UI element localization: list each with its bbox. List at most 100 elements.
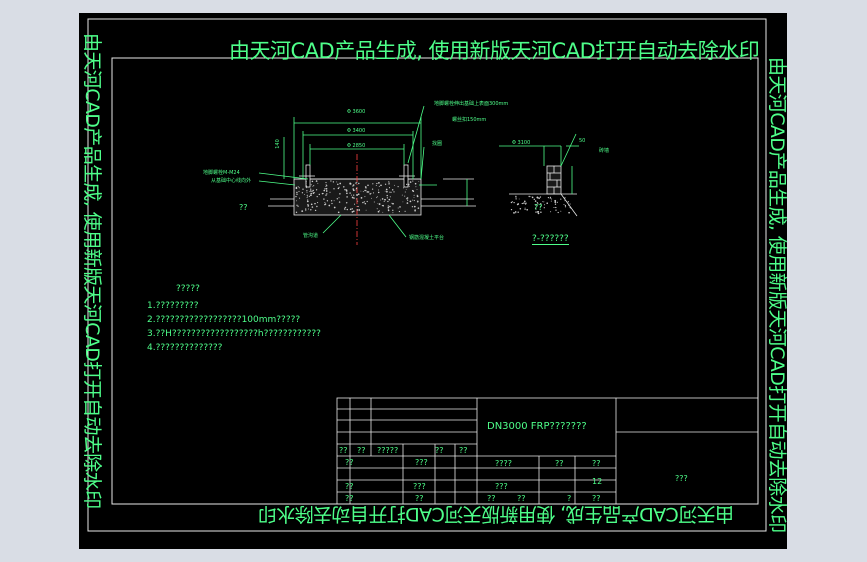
hatch-dot (306, 190, 308, 192)
hatch-dot (554, 199, 557, 202)
hatch-dot (378, 203, 381, 205)
hatch-dot (314, 202, 316, 205)
side-caption: ?-?????? (532, 234, 569, 245)
hatch-dot (387, 205, 389, 207)
hatch-dot (336, 198, 338, 200)
hatch-dot (307, 199, 309, 201)
hatch-dot (316, 196, 318, 198)
hatch-dot (318, 193, 320, 196)
tb-r5-c6: ?? (592, 494, 601, 503)
hatch-dot (353, 194, 355, 196)
hatch-dot (329, 191, 331, 193)
hatch-dot (333, 188, 335, 190)
side-dim-diameter: Φ 3100 (512, 140, 531, 146)
hatch-dot (307, 203, 309, 205)
hatch-dot (567, 201, 569, 203)
hatch-dot (309, 191, 311, 192)
hatch-dot (382, 204, 384, 207)
note-item-4: 4.?????????????? (147, 343, 223, 353)
hatch-dot (355, 198, 357, 200)
hatch-dot (510, 208, 513, 211)
hatch-dot (296, 193, 298, 195)
hatch-dot (416, 200, 419, 203)
hatch-dot (373, 201, 375, 203)
hatch-dot (513, 201, 515, 204)
hatch-dot (417, 207, 420, 209)
hatch-dot (324, 188, 326, 190)
hatch-dot (381, 198, 384, 200)
hatch-dot (325, 194, 327, 196)
cad-viewport[interactable]: 由天河CAD产品生成, 使用新版天河CAD打开自动去除水印 由天河CAD产品生成… (79, 13, 788, 549)
hatch-dot (360, 190, 362, 192)
hatch-dot (311, 190, 313, 193)
hatch-dot (409, 200, 412, 203)
hatch-dot (346, 196, 348, 198)
hatch-dot (311, 180, 314, 183)
hatch-dot (399, 206, 401, 208)
hatch-dot (516, 203, 519, 206)
hatch-dot (306, 194, 308, 196)
hatch-dot (326, 185, 328, 187)
hatch-dot (350, 183, 352, 185)
hatch-dot (323, 193, 324, 194)
hatch-dot (404, 191, 406, 193)
hatch-dot (353, 210, 355, 212)
hatch-dot (388, 181, 390, 183)
hatch-dot (389, 205, 391, 208)
hatch-dot (556, 201, 558, 203)
hatch-dot (393, 184, 395, 186)
hatch-dot (362, 191, 364, 193)
hatch-dot (536, 211, 539, 213)
hatch-dot (539, 196, 541, 198)
hatch-dot (378, 210, 380, 212)
hatch-dot (371, 188, 374, 190)
hatch-dot (513, 212, 515, 214)
hatch-dot (352, 185, 354, 187)
hatch-dot (535, 204, 537, 206)
hatch-dot (325, 190, 328, 192)
hatch-dot (331, 202, 333, 205)
hatch-dot (537, 203, 539, 205)
hatch-dot (376, 196, 378, 198)
section-detail-drawing (258, 105, 476, 238)
hatch-dot (310, 184, 312, 186)
hatch-dot (352, 208, 354, 210)
tb-r2-c2: ??? (415, 458, 428, 467)
hatch-dot (549, 197, 551, 199)
hatch-dot (546, 202, 548, 204)
hatch-dot (345, 190, 348, 192)
hatch-dot (413, 197, 415, 198)
hatch-dot (296, 204, 298, 206)
hatch-dot (538, 197, 540, 200)
tb-r4-c1: ?? (345, 482, 354, 491)
label-ground-left: ?? (239, 203, 248, 212)
hatch-dot (568, 204, 570, 206)
tb-r4-c3: ??? (495, 482, 508, 491)
hatch-dot (356, 209, 359, 211)
hatch-dot (313, 191, 315, 194)
tb-r1-c5: ?? (459, 446, 468, 455)
hatch-dot (301, 192, 304, 194)
hatch-dot (378, 189, 380, 191)
outer-frame (87, 18, 767, 532)
watermark-top: 由天河CAD产品生成, 使用新版天河CAD打开自动去除水印 (229, 39, 760, 63)
tb-r2-c1: ?? (345, 458, 354, 467)
tb-company: ??? (675, 474, 688, 483)
hatch-dot (555, 206, 557, 209)
concrete-hatch (295, 180, 420, 214)
label-anchor: 地脚螺栓M-M24 (203, 170, 240, 176)
hatch-dot (392, 209, 394, 211)
hatch-dot (388, 187, 391, 189)
hatch-dot (306, 191, 308, 193)
hatch-dot (515, 195, 517, 198)
hatch-dot (339, 182, 342, 185)
label-pad: 钢筋混凝土平台 (409, 235, 445, 241)
hatch-dot (310, 192, 313, 195)
hatch-dot (388, 183, 390, 185)
hatch-dot (540, 211, 542, 214)
hatch-dot (296, 191, 298, 194)
hatch-dot (317, 182, 319, 184)
tb-r1-c3: ????? (377, 446, 399, 455)
hatch-dot (310, 203, 313, 206)
hatch-dot (392, 212, 394, 214)
